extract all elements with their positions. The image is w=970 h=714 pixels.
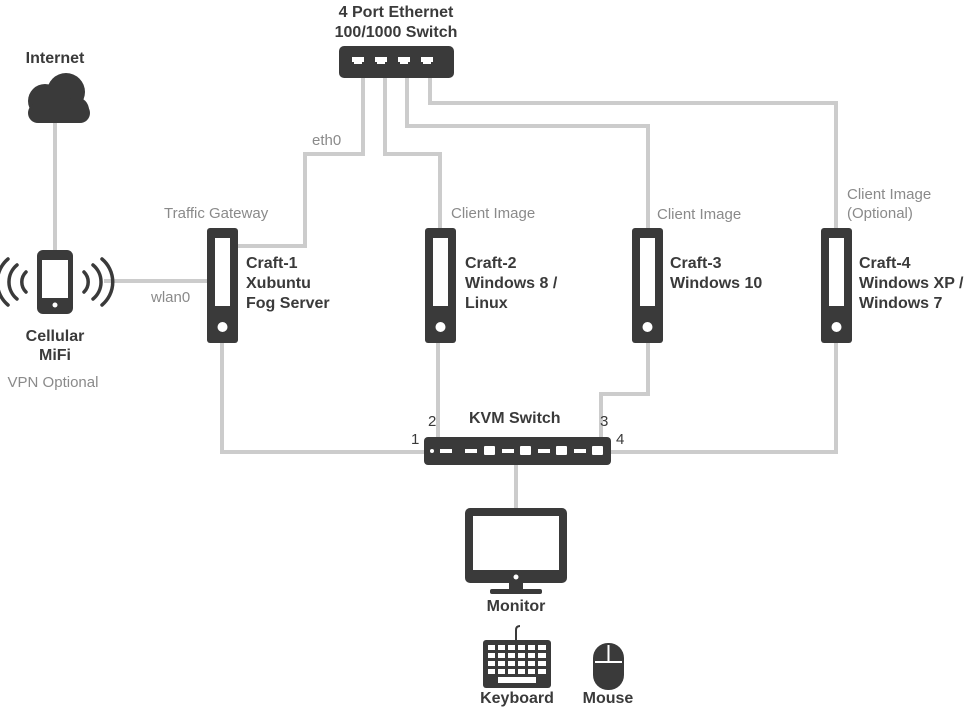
kvm-port-3: 3 bbox=[600, 413, 609, 430]
kvm-port-1: 1 bbox=[411, 431, 420, 448]
link-craft1-kvm bbox=[220, 342, 426, 454]
link-switch-craft4 bbox=[428, 78, 838, 230]
craft3-line2: Windows 10 bbox=[670, 275, 763, 292]
keyboard-label: Keyboard bbox=[480, 690, 554, 707]
monitor-label: Monitor bbox=[486, 598, 546, 615]
craft2-role: Client Image bbox=[451, 205, 536, 222]
ethernet-switch-icon bbox=[339, 46, 454, 78]
wifi-signal-right-icon bbox=[82, 257, 115, 307]
craft2-line1: Craft-2 bbox=[465, 255, 517, 272]
craft3-tower-icon bbox=[632, 228, 663, 343]
craft1-tower-icon bbox=[207, 228, 238, 343]
craft2-line3: Linux bbox=[465, 295, 508, 312]
craft4-line3: Windows 7 bbox=[859, 295, 943, 312]
craft4-role-line1: Client Image bbox=[847, 186, 932, 203]
keyboard-icon bbox=[483, 625, 551, 688]
switch-title-line1: 4 Port Ethernet bbox=[338, 4, 454, 21]
kvm-port-2: 2 bbox=[428, 413, 437, 430]
craft2-line2: Windows 8 / bbox=[465, 275, 558, 292]
craft4-tower-icon bbox=[821, 228, 852, 343]
link-craft4-kvm bbox=[610, 342, 838, 454]
mouse-icon bbox=[593, 643, 624, 690]
mifi-phone-icon bbox=[37, 250, 73, 314]
kvm-switch-label: KVM Switch bbox=[469, 410, 561, 427]
switch-title-line2: 100/1000 Switch bbox=[334, 24, 458, 41]
kvm-switch-icon bbox=[424, 437, 611, 465]
mifi-note: VPN Optional bbox=[7, 374, 99, 391]
craft3-line1: Craft-3 bbox=[670, 255, 722, 272]
craft2-tower-icon bbox=[425, 228, 456, 343]
mouse-label: Mouse bbox=[582, 690, 634, 707]
craft4-line2: Windows XP / bbox=[859, 275, 964, 292]
link-switch-craft1 bbox=[238, 78, 365, 248]
wifi-signal-left-icon bbox=[0, 257, 28, 307]
kvm-port-4: 4 bbox=[616, 431, 625, 448]
craft1-line3: Fog Server bbox=[246, 295, 330, 312]
cloud-icon bbox=[28, 73, 90, 123]
mifi-label-line2: MiFi bbox=[39, 347, 71, 364]
eth0-label: eth0 bbox=[312, 132, 342, 149]
internet-label: Internet bbox=[25, 50, 85, 67]
mifi-label-line1: Cellular bbox=[25, 328, 85, 345]
link-craft3-kvm bbox=[599, 342, 650, 437]
wlan0-label: wlan0 bbox=[151, 289, 191, 306]
craft1-line1: Craft-1 bbox=[246, 255, 298, 272]
monitor-icon bbox=[465, 508, 567, 594]
traffic-gateway-label: Traffic Gateway bbox=[164, 205, 269, 222]
link-switch-craft2 bbox=[383, 78, 442, 230]
craft4-line1: Craft-4 bbox=[859, 255, 911, 272]
link-switch-craft3 bbox=[405, 78, 650, 230]
craft3-role: Client Image bbox=[657, 206, 742, 223]
connection-lines bbox=[53, 78, 838, 508]
craft1-line2: Xubuntu bbox=[246, 275, 311, 292]
craft4-role-line2: (Optional) bbox=[847, 205, 913, 222]
